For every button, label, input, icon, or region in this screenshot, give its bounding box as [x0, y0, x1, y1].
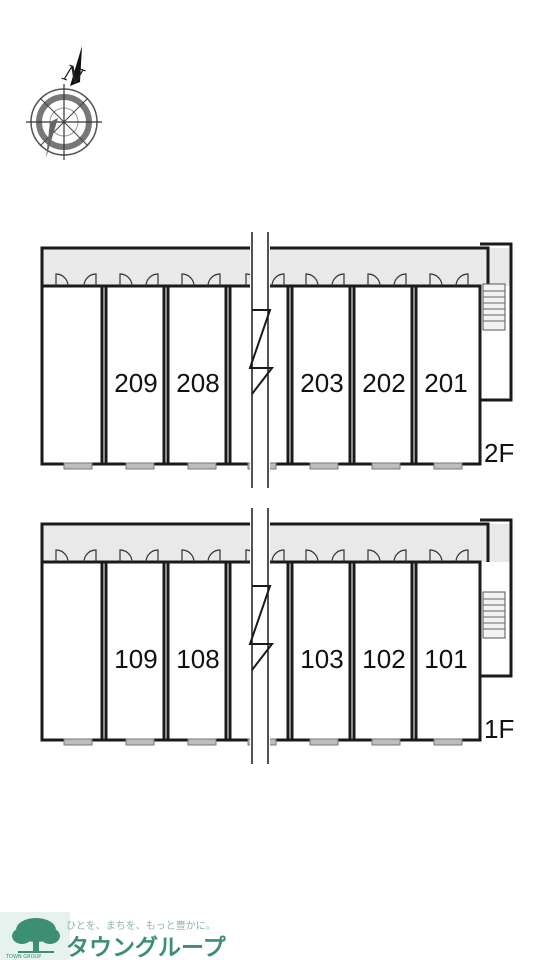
corridor-outer-wall-2f — [40, 246, 490, 286]
compass-icon: N — [26, 46, 102, 160]
compass-needle-north — [70, 46, 82, 86]
logo-name: タウングループ — [66, 934, 227, 960]
omission-gap-1f — [250, 508, 270, 764]
stair-steps-2f — [483, 290, 505, 322]
room-label-202: 202 — [362, 368, 405, 398]
corridor-outer-wall-1f — [40, 522, 490, 562]
compass-diag-line-2 — [39, 97, 89, 147]
stair-wall-2f — [480, 242, 513, 402]
tree-logo-icon — [12, 918, 60, 953]
floor-1f: 109 108 103 102 101 1F — [40, 508, 514, 764]
omission-zigzag-2f — [248, 309, 275, 395]
room-label-201: 201 — [424, 368, 467, 398]
staircase-icon — [482, 283, 506, 331]
compass-needle-south — [46, 118, 58, 158]
stair-wall-1f — [480, 518, 513, 678]
room-label-103: 103 — [300, 644, 343, 674]
room-label-102: 102 — [362, 644, 405, 674]
omission-zigzag-1f — [248, 585, 275, 671]
room-label-203: 203 — [300, 368, 343, 398]
compass-north-letter: N — [59, 61, 87, 92]
stair-steps-1f — [483, 598, 505, 630]
room-label-108: 108 — [176, 644, 219, 674]
logo-subtext: TOWN GROUP — [5, 954, 41, 960]
logo-tagline: ひとを、まちを、もっと豊かに。 — [66, 919, 216, 932]
doors-1f — [55, 549, 469, 563]
room-label-101: 101 — [424, 644, 467, 674]
omission-gap-2f — [250, 232, 270, 488]
floor-label-1f: 1F — [484, 714, 514, 744]
staircase-icon — [482, 591, 506, 639]
room-partitions-2f — [100, 286, 418, 464]
room-label-208: 208 — [176, 368, 219, 398]
floor-label-2f: 2F — [484, 438, 514, 468]
room-label-209: 209 — [114, 368, 157, 398]
floor-2f: 209 208 203 202 201 2F — [40, 232, 514, 488]
room-label-109: 109 — [114, 644, 157, 674]
town-group-logo: TOWN GROUP ひとを、まちを、もっと豊かに。 タウングループ — [0, 912, 227, 960]
room-partitions-1f — [100, 562, 418, 740]
